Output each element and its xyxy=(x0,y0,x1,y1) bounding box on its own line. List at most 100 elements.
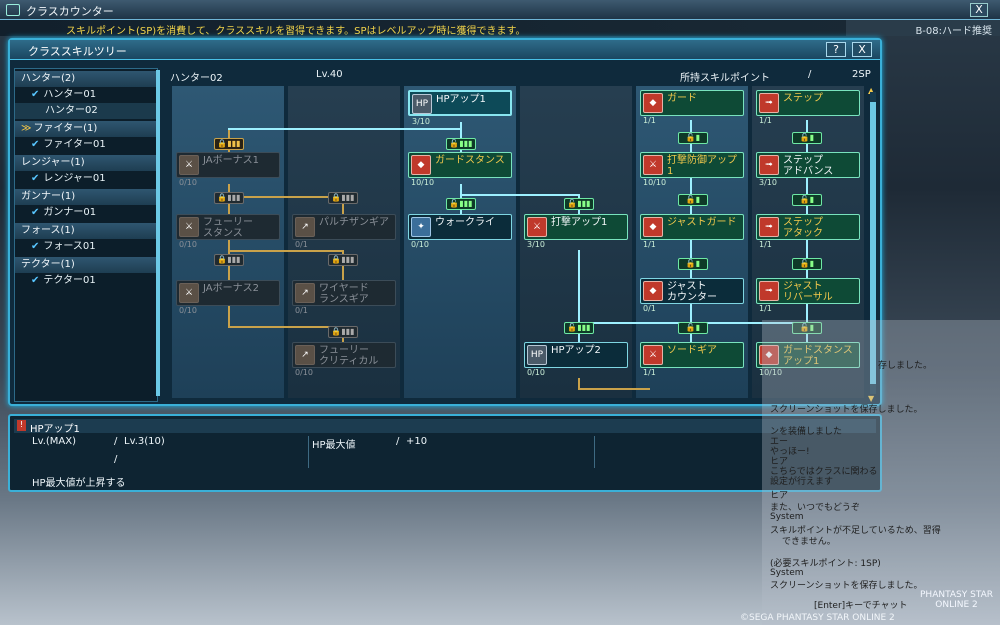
window-title: クラスカウンター xyxy=(26,5,114,18)
check-icon: ✔ xyxy=(31,241,40,252)
sp-separator: / xyxy=(808,69,812,80)
connector-inactive xyxy=(228,196,344,198)
class-group-force[interactable]: フォース(1) xyxy=(15,223,157,239)
scroll-down-icon[interactable]: ▼ xyxy=(868,394,875,403)
check-icon: ✔ xyxy=(31,89,40,100)
class-group-fighter[interactable]: ≫ファイター(1) xyxy=(15,121,157,137)
skill-node-partisan-gear[interactable]: ↗ パルチザンギア 0/1 xyxy=(292,214,396,249)
skill-node-war-cry[interactable]: ✦ ウォークライ 0/10 xyxy=(408,214,512,249)
scroll-up-icon[interactable]: ▲ xyxy=(868,86,875,95)
class-item-force01[interactable]: ✔フォース01 xyxy=(31,241,96,252)
sp-value: 2SP xyxy=(852,69,871,80)
chat-line: ヒア xyxy=(770,457,789,467)
skill-detail-panel: ! HPアップ1 Lv.(MAX) / Lv.3(10) / HP最大値 / +… xyxy=(8,414,882,492)
skill-tree-panel: クラススキルツリー ? X ハンター(2) ✔ハンター01 ハンター02 ≫ファ… xyxy=(8,38,882,406)
game-logo: PHANTASY STAR ONLINE 2 xyxy=(920,590,994,610)
skill-node-just-guard[interactable]: ◆ ジャストガード 1/1 xyxy=(640,214,744,249)
step-attack-icon: ➟ xyxy=(759,217,779,237)
area-label: B-08:ハード推奨 xyxy=(915,26,992,37)
panel-title: クラススキルツリー xyxy=(28,45,127,58)
chat-line: 設定が行えます xyxy=(770,477,834,487)
tree-scrollbar[interactable] xyxy=(870,92,876,394)
chat-line: ンを装備しました xyxy=(770,427,843,437)
lock-icon: 🔒▮▮▮ xyxy=(214,138,244,150)
skill-node-sword-gear[interactable]: ⚔ ソードギア 1/1 xyxy=(640,342,744,377)
check-icon: ✔ xyxy=(31,207,40,218)
chat-input-hint[interactable]: [Enter]キーでチャット xyxy=(814,601,908,611)
skill-node-hp-up2[interactable]: HP HPアップ2 0/10 xyxy=(524,342,628,377)
chat-line: スクリーンショットを保存しました。 xyxy=(770,581,923,591)
strike-icon: ⚔ xyxy=(527,217,547,237)
help-button[interactable]: ? xyxy=(826,42,846,57)
hp-icon: HP xyxy=(412,94,432,114)
skill-tree: 🔒▮▮▮ 🔒▮▮▮ 🔒▮▮▮ 🔒▮▮▮ 🔒▮▮▮ 🔒▮▮▮ 🔓▮▮▮ 🔓▮▮▮ … xyxy=(172,86,872,400)
class-item-techer01[interactable]: ✔テクター01 xyxy=(31,275,96,286)
lock-icon: 🔓▮ xyxy=(792,194,822,206)
alert-icon: ! xyxy=(17,420,26,431)
skill-node-guard-stance[interactable]: ◆ ガードスタンス 10/10 xyxy=(408,152,512,187)
area-box xyxy=(846,20,1000,36)
skill-node-step[interactable]: ➟ ステップ 1/1 xyxy=(756,90,860,125)
chat-line: System xyxy=(770,512,804,522)
skill-node-hp-up1[interactable]: HP HPアップ1 3/10 xyxy=(408,90,512,126)
skill-node-step-advance[interactable]: ➟ ステップ アドバンス 3/10 xyxy=(756,152,860,187)
class-group-hunter[interactable]: ハンター(2) xyxy=(15,71,157,87)
skill-node-just-counter[interactable]: ◆ ジャスト カウンター 0/1 xyxy=(640,278,744,313)
class-item-gunner01[interactable]: ✔ガンナー01 xyxy=(31,207,97,218)
skill-node-strike-up1[interactable]: ⚔ 打撃アップ1 3/10 xyxy=(524,214,628,249)
panel-header: クラススキルツリー ? X xyxy=(10,40,880,60)
war-cry-icon: ✦ xyxy=(411,217,431,237)
panel-close-button[interactable]: X xyxy=(852,42,872,57)
lock-icon: 🔒▮▮▮ xyxy=(328,192,358,204)
class-group-gunner[interactable]: ガンナー(1) xyxy=(15,189,157,205)
skill-node-just-reversal[interactable]: ➟ ジャスト リバーサル 1/1 xyxy=(756,278,860,313)
window-close-button[interactable]: X xyxy=(970,3,988,17)
skill-node-guard[interactable]: ◆ ガード 1/1 xyxy=(640,90,744,125)
class-item-hunter02[interactable]: ハンター02 xyxy=(15,103,157,119)
notice-message: スキルポイント(SP)を消費して、クラススキルを習得できます。SPはレベルアップ… xyxy=(66,26,526,37)
detail-header: ! HPアップ1 xyxy=(14,419,876,435)
level-sep: / xyxy=(114,436,118,447)
step-icon: ➟ xyxy=(759,93,779,113)
sword-gear-icon: ⚔ xyxy=(643,345,663,365)
chat-line: (必要スキルポイント: 1SP) xyxy=(770,559,881,569)
lock-icon: 🔓▮▮▮ xyxy=(564,322,594,334)
lock-icon: 🔓▮ xyxy=(678,132,708,144)
connector xyxy=(460,194,580,196)
skill-description: HP最大値が上昇する xyxy=(32,478,126,489)
divider xyxy=(594,436,595,468)
class-group-ranger[interactable]: レンジャー(1) xyxy=(15,155,157,171)
copyright: ©SEGA PHANTASY STAR ONLINE 2 xyxy=(740,613,895,623)
check-icon: ✔ xyxy=(31,139,40,150)
tree-name: ハンター02 xyxy=(170,73,223,84)
stat-sep: / xyxy=(396,436,400,447)
skill-node-ja-bonus2[interactable]: ⚔ JAボーナス2 0/10 xyxy=(176,280,280,315)
lock-icon: 🔓▮▮▮ xyxy=(446,198,476,210)
class-item-fighter01[interactable]: ✔ファイター01 xyxy=(31,139,106,150)
step-advance-icon: ➟ xyxy=(759,155,779,175)
skill-node-fury-critical[interactable]: ↗ フューリー クリティカル 0/10 xyxy=(292,342,396,377)
stat-label: HP最大値 xyxy=(312,440,356,451)
class-item-hunter01[interactable]: ✔ハンター01 xyxy=(31,89,97,100)
scroll-thumb[interactable] xyxy=(156,70,160,396)
chat-line: ヒア xyxy=(770,491,789,501)
skill-node-ja-bonus1[interactable]: ⚔ JAボーナス1 0/10 xyxy=(176,152,280,187)
lock-icon: 🔓▮ xyxy=(678,194,708,206)
class-item-ranger01[interactable]: ✔レンジャー01 xyxy=(31,173,106,184)
scroll-thumb[interactable] xyxy=(870,102,876,384)
shield-icon: ◆ xyxy=(411,155,431,175)
class-list-scrollbar[interactable] xyxy=(156,70,160,396)
skill-node-fury-stance[interactable]: ⚔ フューリー スタンス 0/10 xyxy=(176,214,280,249)
chat-line: こちらではクラスに関わる xyxy=(770,467,878,477)
lock-icon: 🔒▮▮▮ xyxy=(214,254,244,266)
level-label: Lv.(MAX) xyxy=(32,436,77,447)
skill-node-wired-lance-gear[interactable]: ↗ ワイヤード ランスギア 0/1 xyxy=(292,280,396,315)
reversal-icon: ➟ xyxy=(759,281,779,301)
connector xyxy=(228,128,460,130)
skill-node-step-attack[interactable]: ➟ ステップ アタック 1/1 xyxy=(756,214,860,249)
class-list: ハンター(2) ✔ハンター01 ハンター02 ≫ファイター(1) ✔ファイター0… xyxy=(14,68,158,402)
skill-node-guard-stance-up1[interactable]: ◆ ガードスタンス アップ1 10/10 xyxy=(756,342,860,377)
skill-node-strike-guard-up1[interactable]: ⚔ 打撃防御アップ1 10/10 xyxy=(640,152,744,187)
class-group-techer[interactable]: テクター(1) xyxy=(15,257,157,273)
counter-icon: ◆ xyxy=(643,281,663,301)
